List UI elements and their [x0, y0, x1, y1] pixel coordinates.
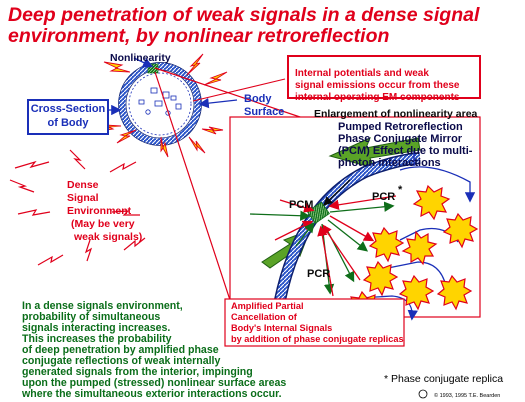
internal-line-1: Internal potentials and weak — [295, 68, 429, 79]
para-line-4: This increases the probability — [22, 333, 172, 345]
internal-line-2: signal emissions occur from these — [295, 80, 460, 91]
amplified-line-4: by addition of phase conjugate replicas — [231, 334, 404, 344]
cross-section-box: Cross-Section of Body — [27, 99, 109, 135]
pumped-line-4: photon interactions — [338, 157, 441, 169]
body-surface-line-1: Body — [244, 93, 272, 105]
para-line-9: where the simultaneous exterior interact… — [22, 388, 282, 400]
cross-section-line-1: Cross-Section — [30, 103, 106, 115]
para-line-2: probability of simultaneous — [22, 311, 161, 323]
body-surface-pointer — [198, 97, 238, 109]
signal-arrows — [249, 179, 397, 297]
dense-line-4: (May be very — [71, 218, 135, 230]
para-line-5: of deep penetration by amplified phase — [22, 344, 219, 356]
internal-emissions-box: Internal potentials and weak signal emis… — [287, 55, 481, 103]
internal-line-3: internal operating EM components — [295, 92, 460, 103]
pcr-asterisk: * — [398, 184, 403, 196]
para-line-7: generated signals from the interior, imp… — [22, 366, 253, 378]
amplified-line-3: Body's Internal Signals — [231, 323, 333, 333]
amplified-line-2: Cancellation of — [231, 312, 297, 322]
dense-line-2: Signal — [67, 192, 99, 204]
dense-line-1: Dense — [67, 179, 99, 191]
para-line-8: upon the pumped (stressed) nonlinear sur… — [22, 377, 287, 389]
para-line-1: In a dense signals environment, — [22, 300, 183, 312]
pcr-label-top: PCR — [372, 191, 396, 203]
pcr-label-bottom: PCR — [307, 268, 331, 280]
dense-line-3: Environment — [67, 205, 132, 217]
cross-section-line-2: of Body — [47, 117, 89, 129]
title-line-1: Deep penetration of weak signals in a de… — [8, 4, 480, 26]
zoom-connector — [154, 67, 304, 301]
pumped-line-2: Phase Conjugate Mirror — [338, 133, 463, 145]
phase-conjugate-note: * Phase conjugate replica — [384, 373, 504, 385]
lightning-bolt-icon — [98, 53, 228, 158]
nonlinearity-label: Nonlinearity — [110, 52, 171, 64]
green-incoming-arrow — [328, 137, 421, 169]
amplified-box — [224, 298, 405, 347]
copyright-circle-icon — [418, 389, 428, 399]
pcm-label: PCM — [289, 199, 314, 211]
starburst-icon — [346, 184, 479, 327]
internal-emissions-pointer — [192, 78, 286, 102]
nonlinearity-pointer — [133, 57, 154, 68]
para-line-6: conjugate reflections of weak internally — [22, 355, 221, 367]
dense-signal-bolts — [9, 149, 267, 266]
enlargement-label: Enlargement of nonlinearity area — [314, 108, 478, 120]
dense-line-5: weak signals) — [74, 231, 143, 243]
pumped-line-1: Pumped Retroreflection — [338, 121, 463, 133]
para-line-3: signals interacting increases. — [22, 322, 171, 334]
copyright-text: © 1993, 1995 T.E. Bearden — [434, 393, 501, 399]
title-line-2: environment, by nonlinear retroreflectio… — [8, 25, 390, 47]
pumped-line-3: (PCM) Effect due to multi- — [338, 145, 473, 157]
body-cross-section-icon — [118, 62, 202, 146]
amplified-line-1: Amplified Partial — [231, 301, 304, 311]
body-surface-line-2: Surface — [244, 106, 285, 118]
